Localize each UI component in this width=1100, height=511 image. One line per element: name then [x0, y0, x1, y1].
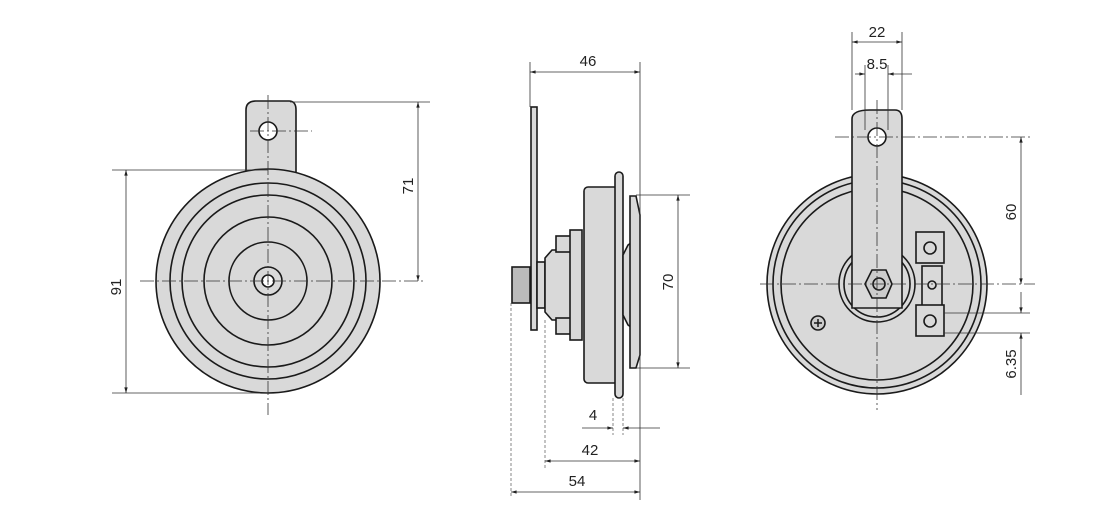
dim-8-5: 8.5	[867, 56, 888, 73]
terminal-bottom	[915, 304, 945, 337]
dim-70: 70	[660, 274, 677, 291]
dim-4: 4	[589, 407, 597, 424]
dim-42: 42	[582, 442, 599, 459]
bracket-plate	[530, 106, 538, 331]
mounting-bracket-rear	[851, 109, 903, 309]
dim-54: 54	[569, 473, 586, 490]
terminal-top	[915, 231, 945, 264]
dim-6-35: 6.35	[1003, 349, 1020, 378]
nut	[511, 266, 531, 304]
dim-46: 46	[580, 53, 597, 70]
front-view: 71 91	[108, 95, 430, 415]
dim-22: 22	[869, 24, 886, 41]
side-view: 46 70 4 42 54	[510, 53, 690, 500]
dim-diameter-91: 91	[108, 279, 125, 296]
dim-height-71: 71	[400, 178, 417, 195]
rear-view: 22 8.5 60 6.35	[760, 24, 1035, 410]
dim-60: 60	[1003, 204, 1020, 221]
flange	[614, 171, 624, 399]
